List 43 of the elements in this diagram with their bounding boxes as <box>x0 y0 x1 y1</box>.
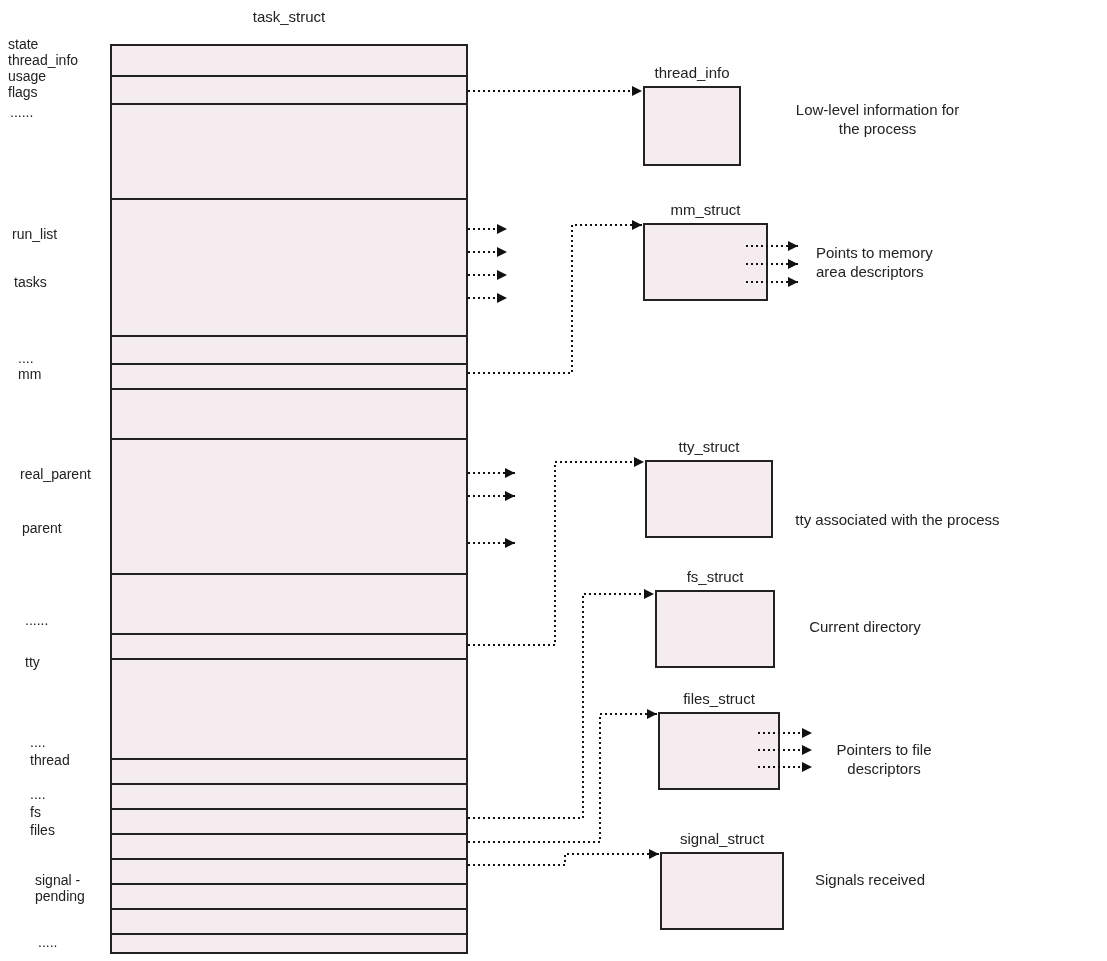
pointer-arrow <box>467 491 516 501</box>
field-name: .... <box>30 734 46 750</box>
struct-name: signal_struct <box>678 830 766 848</box>
struct-name: fs_struct <box>685 568 745 586</box>
description-text: tty associated with the process <box>794 510 1001 529</box>
field-name: mm <box>18 366 42 382</box>
field-name: flags <box>8 84 38 100</box>
struct-name: mm_struct <box>669 201 742 219</box>
description-text: Signals received <box>813 870 927 889</box>
description-text: Pointers to file descriptors <box>835 740 933 778</box>
field-name: ...... <box>25 612 49 628</box>
field-name: thread <box>30 752 70 768</box>
field-name: run_list <box>12 226 58 242</box>
pointer-arrow <box>757 762 813 772</box>
field-name: thread_info <box>8 52 79 68</box>
pointer-arrow <box>467 468 516 478</box>
pointer-arrow <box>745 241 799 251</box>
field-name: .... <box>30 786 46 802</box>
struct-name: task_struct <box>251 8 327 27</box>
field-name: real_parent <box>20 466 91 482</box>
field-name: parent <box>22 520 62 536</box>
struct-name: thread_info <box>653 64 731 82</box>
pointer-arrow <box>745 259 799 269</box>
pointer-arrow <box>745 277 799 287</box>
pointer-arrow <box>467 538 516 548</box>
field-name: files <box>30 822 55 838</box>
field-name: tasks <box>14 274 47 290</box>
description-text: Low-level information for the process <box>794 100 961 138</box>
description-text: Current directory <box>808 617 922 636</box>
pointer-arrow <box>757 745 813 755</box>
struct-name: files_struct <box>682 690 756 708</box>
field-name: .... <box>18 350 34 366</box>
field-name: ...... <box>10 104 34 120</box>
pointer-arrow <box>467 849 660 866</box>
field-name: usage <box>8 68 47 84</box>
field-name: signal - pending <box>35 872 86 904</box>
field-name: fs <box>30 804 41 820</box>
field-name: state <box>8 36 39 52</box>
description-text: Points to memory area descriptors <box>816 243 934 281</box>
field-name: ..... <box>38 934 58 950</box>
struct-name: tty_struct <box>677 438 741 456</box>
field-name: tty <box>25 654 40 670</box>
pointer-arrow <box>757 728 813 738</box>
